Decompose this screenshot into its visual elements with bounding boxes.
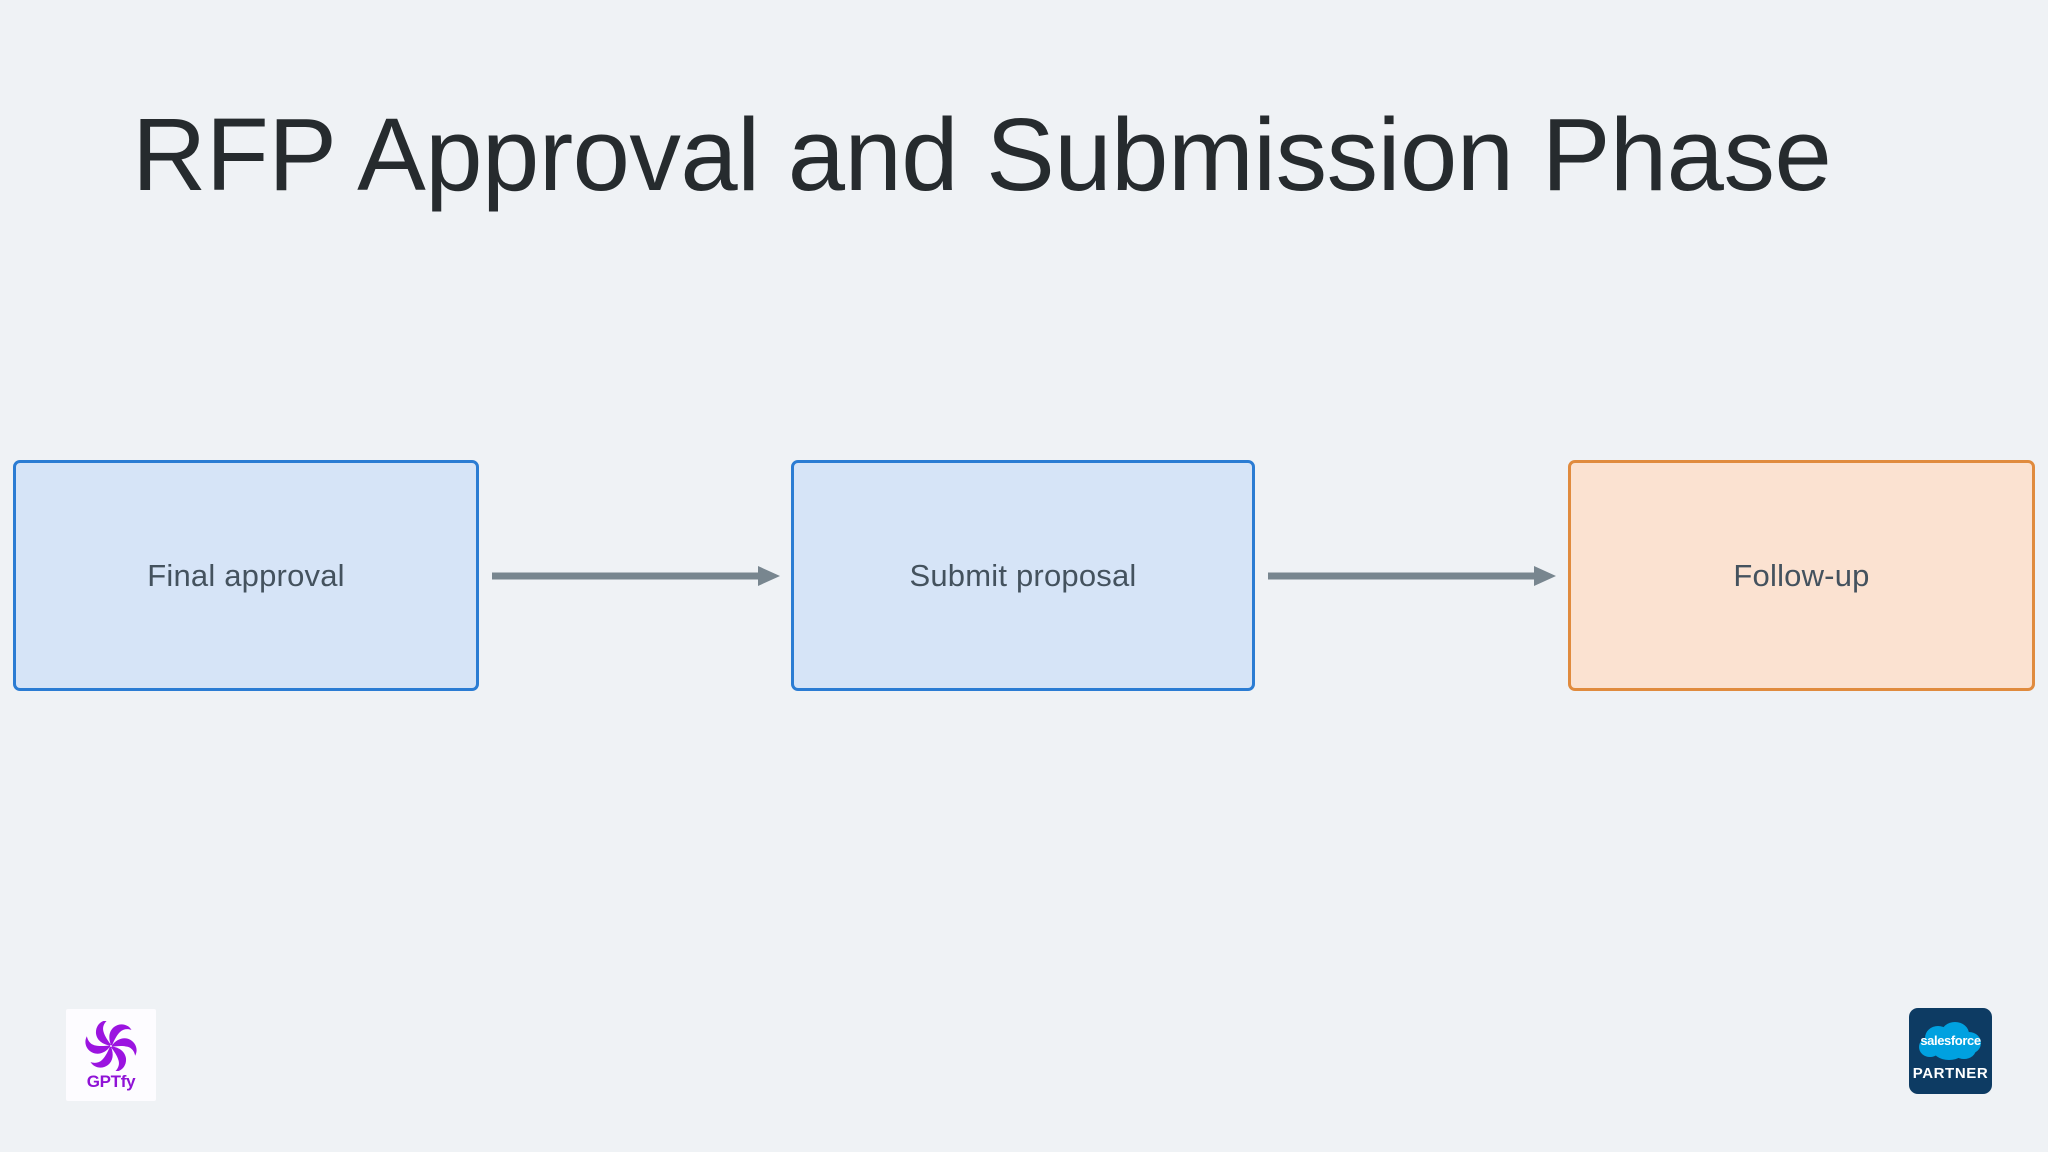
gptfy-wordmark: GPTfy [86,1071,136,1091]
salesforce-partner-tier-label: PARTNER [1912,1064,1989,1082]
salesforce-partner-badge: salesforce PARTNER [1909,1008,1992,1094]
flow-edge-final-approval-to-submit-proposal [492,563,780,589]
gptfy-logo: GPTfy [66,1009,156,1101]
flow-node-label: Final approval [147,557,345,593]
flow-node-follow-up[interactable]: Follow-up [1568,460,2035,691]
flow-node-submit-proposal[interactable]: Submit proposal [791,460,1255,691]
gptfy-pinwheel-icon [85,1020,137,1071]
salesforce-cloud-icon: salesforce [1918,1021,1984,1061]
flow-node-label: Follow-up [1733,557,1870,593]
page-title: RFP Approval and Submission Phase [132,97,1832,212]
salesforce-wordmark: salesforce [1920,1032,1981,1048]
flow-node-label: Submit proposal [909,557,1137,593]
flow-edge-submit-proposal-to-follow-up [1268,563,1556,589]
flow-node-final-approval[interactable]: Final approval [13,460,479,691]
